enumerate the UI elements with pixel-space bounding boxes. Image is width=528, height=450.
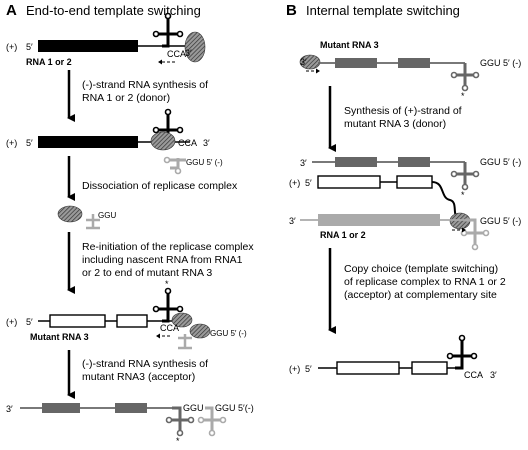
svg-text:CCA: CCA — [178, 138, 197, 148]
panel-b-row2-rna: 3′ * GGU 5′ (-) (+) 5′ 3′ GGU 5′ (-) RNA… — [289, 157, 521, 251]
svg-text:CCA: CCA — [464, 370, 483, 380]
panel-a-title: End-to-end template switching — [26, 3, 201, 18]
rna-1-or-2-label: RNA 1 or 2 — [320, 230, 366, 240]
a-step1-line2: RNA 1 or 2 (donor) — [82, 92, 170, 104]
a-step4-line1: (-)-strand RNA synthesis of — [82, 358, 208, 370]
five-prime-label: 5′ — [26, 42, 33, 52]
a-step3-line3: or 2 to end of mutant RNA 3 — [82, 267, 212, 279]
svg-text:3′: 3′ — [490, 370, 497, 380]
three-prime-label: 3′ — [185, 48, 192, 58]
panel-b-title: Internal template switching — [306, 3, 460, 18]
dissociated-replicase-complex: GGU — [57, 205, 116, 230]
a-step3-line1: Re-initiation of the replicase complex — [82, 241, 254, 253]
svg-text:GGU 5′ (-): GGU 5′ (-) — [480, 216, 521, 226]
b-step2-line2: of replicase complex to RNA 1 or 2 — [344, 276, 506, 288]
replicase-complex-icon — [299, 54, 321, 70]
ggu-5-minus-label: GGU 5′ (-) — [480, 58, 521, 68]
svg-text:GGU 5′ (-): GGU 5′ (-) — [210, 329, 247, 338]
svg-text:3′: 3′ — [6, 404, 13, 414]
a-step4-line2: mutant RNA3 (acceptor) — [82, 371, 195, 383]
svg-text:*: * — [461, 190, 465, 200]
svg-text:5′: 5′ — [305, 364, 312, 374]
svg-text:5′: 5′ — [305, 178, 312, 188]
b-step1-line1: Synthesis of (+)-strand of — [344, 105, 462, 117]
a-step1-line1: (-)-strand RNA synthesis of — [82, 79, 208, 91]
panel-b-letter: B — [286, 2, 297, 19]
svg-text:3′: 3′ — [300, 57, 307, 67]
svg-text:5′: 5′ — [26, 317, 33, 327]
svg-text:(+): (+) — [6, 138, 17, 148]
replicase-complex-icon — [57, 205, 83, 223]
a-step2-line1: Dissociation of replicase complex — [82, 180, 238, 192]
replicase-complex-icon — [184, 31, 206, 63]
replicase-complex-icon — [171, 312, 193, 328]
svg-text:*: * — [461, 91, 465, 101]
svg-text:GGU: GGU — [183, 403, 204, 413]
panel-a-letter: A — [6, 2, 17, 19]
b-step2-line3: (acceptor) at complementary site — [344, 289, 497, 301]
svg-text:CCA: CCA — [160, 323, 179, 333]
mutant-rna-3-label: Mutant RNA 3 — [320, 40, 379, 50]
a-step3-line2: including nascent RNA from RNA1 — [82, 254, 243, 266]
ggu-label: GGU — [98, 211, 116, 220]
svg-text:(+): (+) — [6, 317, 17, 327]
b-step1-line2: mutant RNA 3 (donor) — [344, 118, 446, 130]
svg-text:GGU 5′ (-): GGU 5′ (-) — [480, 157, 521, 167]
rna-1-or-2-label: RNA 1 or 2 — [26, 57, 72, 67]
panel-b-row3-rna: (+) 5′ CCA 3′ — [289, 334, 497, 380]
svg-text:(+): (+) — [289, 364, 300, 374]
plus-strand-label: (+) — [6, 42, 17, 52]
svg-text:3′: 3′ — [203, 138, 210, 148]
mutant-rna-3-label: Mutant RNA 3 — [30, 332, 89, 342]
panel-a-row4-rna: 3′ * GGU GGU 5′(-) — [6, 403, 254, 446]
replicase-complex-icon — [189, 323, 211, 339]
ggu-5-minus-label: GGU 5′(-) — [215, 403, 254, 413]
panel-a-row2-rna: (+) 5′ CCA 3′ GGU 5′ (-) — [6, 108, 223, 175]
svg-text:(+): (+) — [289, 178, 300, 188]
panel-a-row1-rna: (+) 5′ CCA 3′ RNA 1 or 2 — [6, 12, 206, 67]
ggu-5-minus-label: GGU 5′ (-) — [186, 158, 223, 167]
svg-text:*: * — [176, 436, 180, 445]
panel-b-row1-rna: Mutant RNA 3 3′ * GGU 5′ (-) — [299, 40, 521, 101]
cca-label: CCA — [167, 49, 186, 59]
svg-text:3′: 3′ — [300, 158, 307, 168]
b-step2-line1: Copy choice (template switching) — [344, 263, 498, 275]
svg-text:5′: 5′ — [26, 138, 33, 148]
star-mark: * — [165, 279, 169, 289]
replicase-complex-icon — [150, 131, 176, 151]
panel-a-row3-rna: (+) 5′ * CCA GGU 5′ (-) Mutant RNA 3 — [6, 279, 247, 350]
svg-text:3′: 3′ — [289, 216, 296, 226]
